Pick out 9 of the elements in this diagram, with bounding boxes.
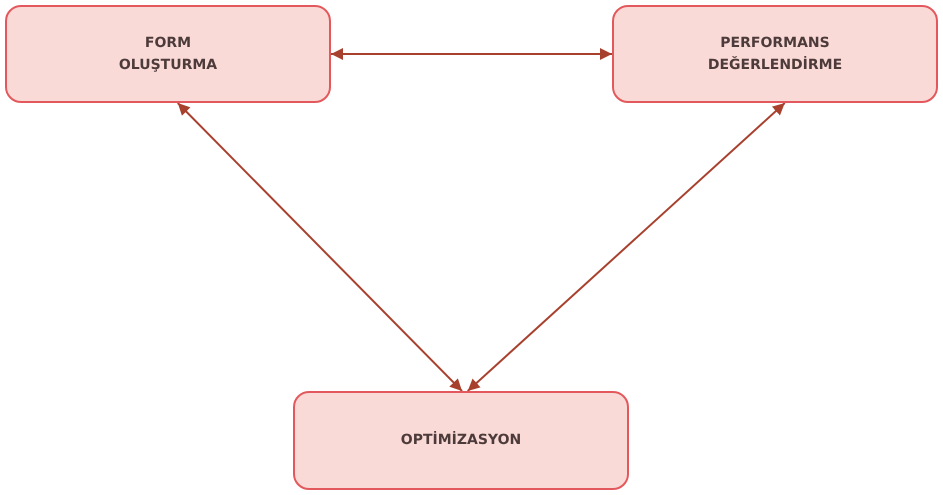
double-arrow: [177, 102, 463, 392]
box-label: FORM OLUŞTURMA: [118, 34, 218, 75]
box-label: PERFORMANS DEĞERLENDİRME: [706, 34, 844, 75]
process-box: [612, 5, 938, 103]
box-label: OPTİMİZASYON: [400, 430, 522, 450]
process-box: [293, 391, 629, 490]
double-arrow: [331, 48, 612, 60]
process-box: [5, 5, 331, 103]
double-arrow: [467, 102, 786, 392]
